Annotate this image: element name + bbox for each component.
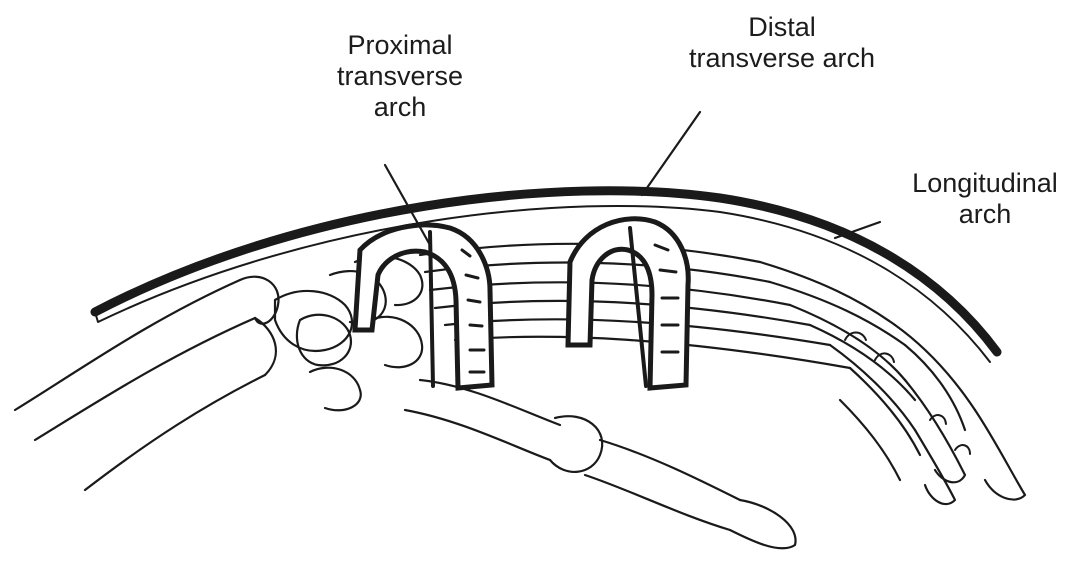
thumb-bones — [405, 380, 796, 548]
proximal-transverse-arch-band — [355, 225, 492, 388]
forearm-bones — [15, 277, 279, 490]
finger-bones — [760, 262, 1025, 504]
distal-transverse-arch-label: Distal transverse arch — [652, 12, 912, 74]
carpal-bones — [275, 256, 422, 410]
proximal-transverse-arch-label: Proximal transverse arch — [300, 30, 500, 123]
longitudinal-arch-label: Longitudinal arch — [885, 168, 1085, 230]
